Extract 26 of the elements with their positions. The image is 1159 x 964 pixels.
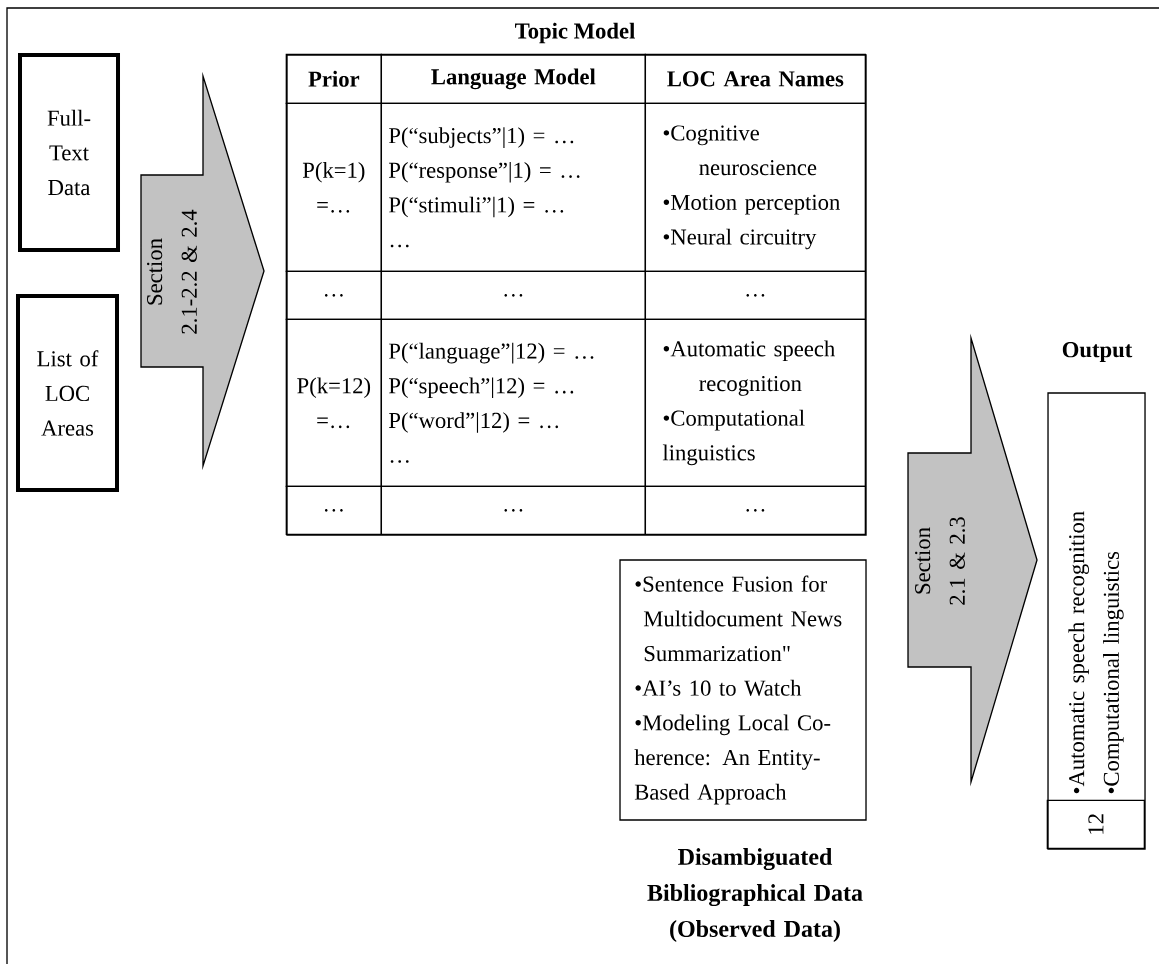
table-cell: … bbox=[380, 485, 646, 535]
table-title: Topic Model bbox=[515, 22, 635, 44]
table-cell: … bbox=[285, 485, 382, 535]
edge-label: Section 2.1 & 2.3 bbox=[915, 517, 965, 605]
block-arrow bbox=[907, 333, 1038, 787]
table-cell: … bbox=[285, 270, 382, 320]
block-arrow bbox=[140, 71, 265, 471]
data-box: •Sentence Fusion for Multidocument News Summarization" •AI’s 10 to Watch •Modeling Local Co-herence: An Entity-Based Approach bbox=[619, 559, 867, 821]
header-cell: Language Model bbox=[380, 53, 646, 104]
table-cell: P(k=12) =… bbox=[285, 318, 382, 487]
table-cell: … bbox=[644, 485, 866, 535]
box-caption: Disambiguated Bibliographical Data (Observed Data) bbox=[647, 848, 863, 942]
table-cell: 12 bbox=[1046, 799, 1146, 849]
input-box: List of LOC Areas bbox=[16, 294, 119, 492]
table-cell: P(“language”|12) = … P(“speech”|12) = … P(“word”|12) = … … bbox=[380, 318, 646, 487]
table-cell: … bbox=[380, 270, 646, 320]
table-cell: P(“subjects”|1) = … P(“response”|1) = … P(“stimuli”|1) = … … bbox=[380, 102, 646, 272]
edge-label: Section 2.1-2.2 & 2.4 bbox=[147, 209, 197, 334]
table-cell: … bbox=[644, 270, 866, 320]
input-box: Full-Text Data bbox=[18, 53, 120, 252]
table-cell: •Automatic speech recognition •Computational linguistics bbox=[644, 318, 866, 487]
table-cell: •Cognitive neuroscience •Motion perception •Neural circuitry bbox=[644, 102, 866, 272]
header-cell: LOC Area Names bbox=[644, 53, 866, 104]
output-heading: Output bbox=[1062, 342, 1133, 362]
header-cell: Prior bbox=[285, 53, 382, 104]
table-cell: P(k=1) =… bbox=[285, 102, 382, 272]
